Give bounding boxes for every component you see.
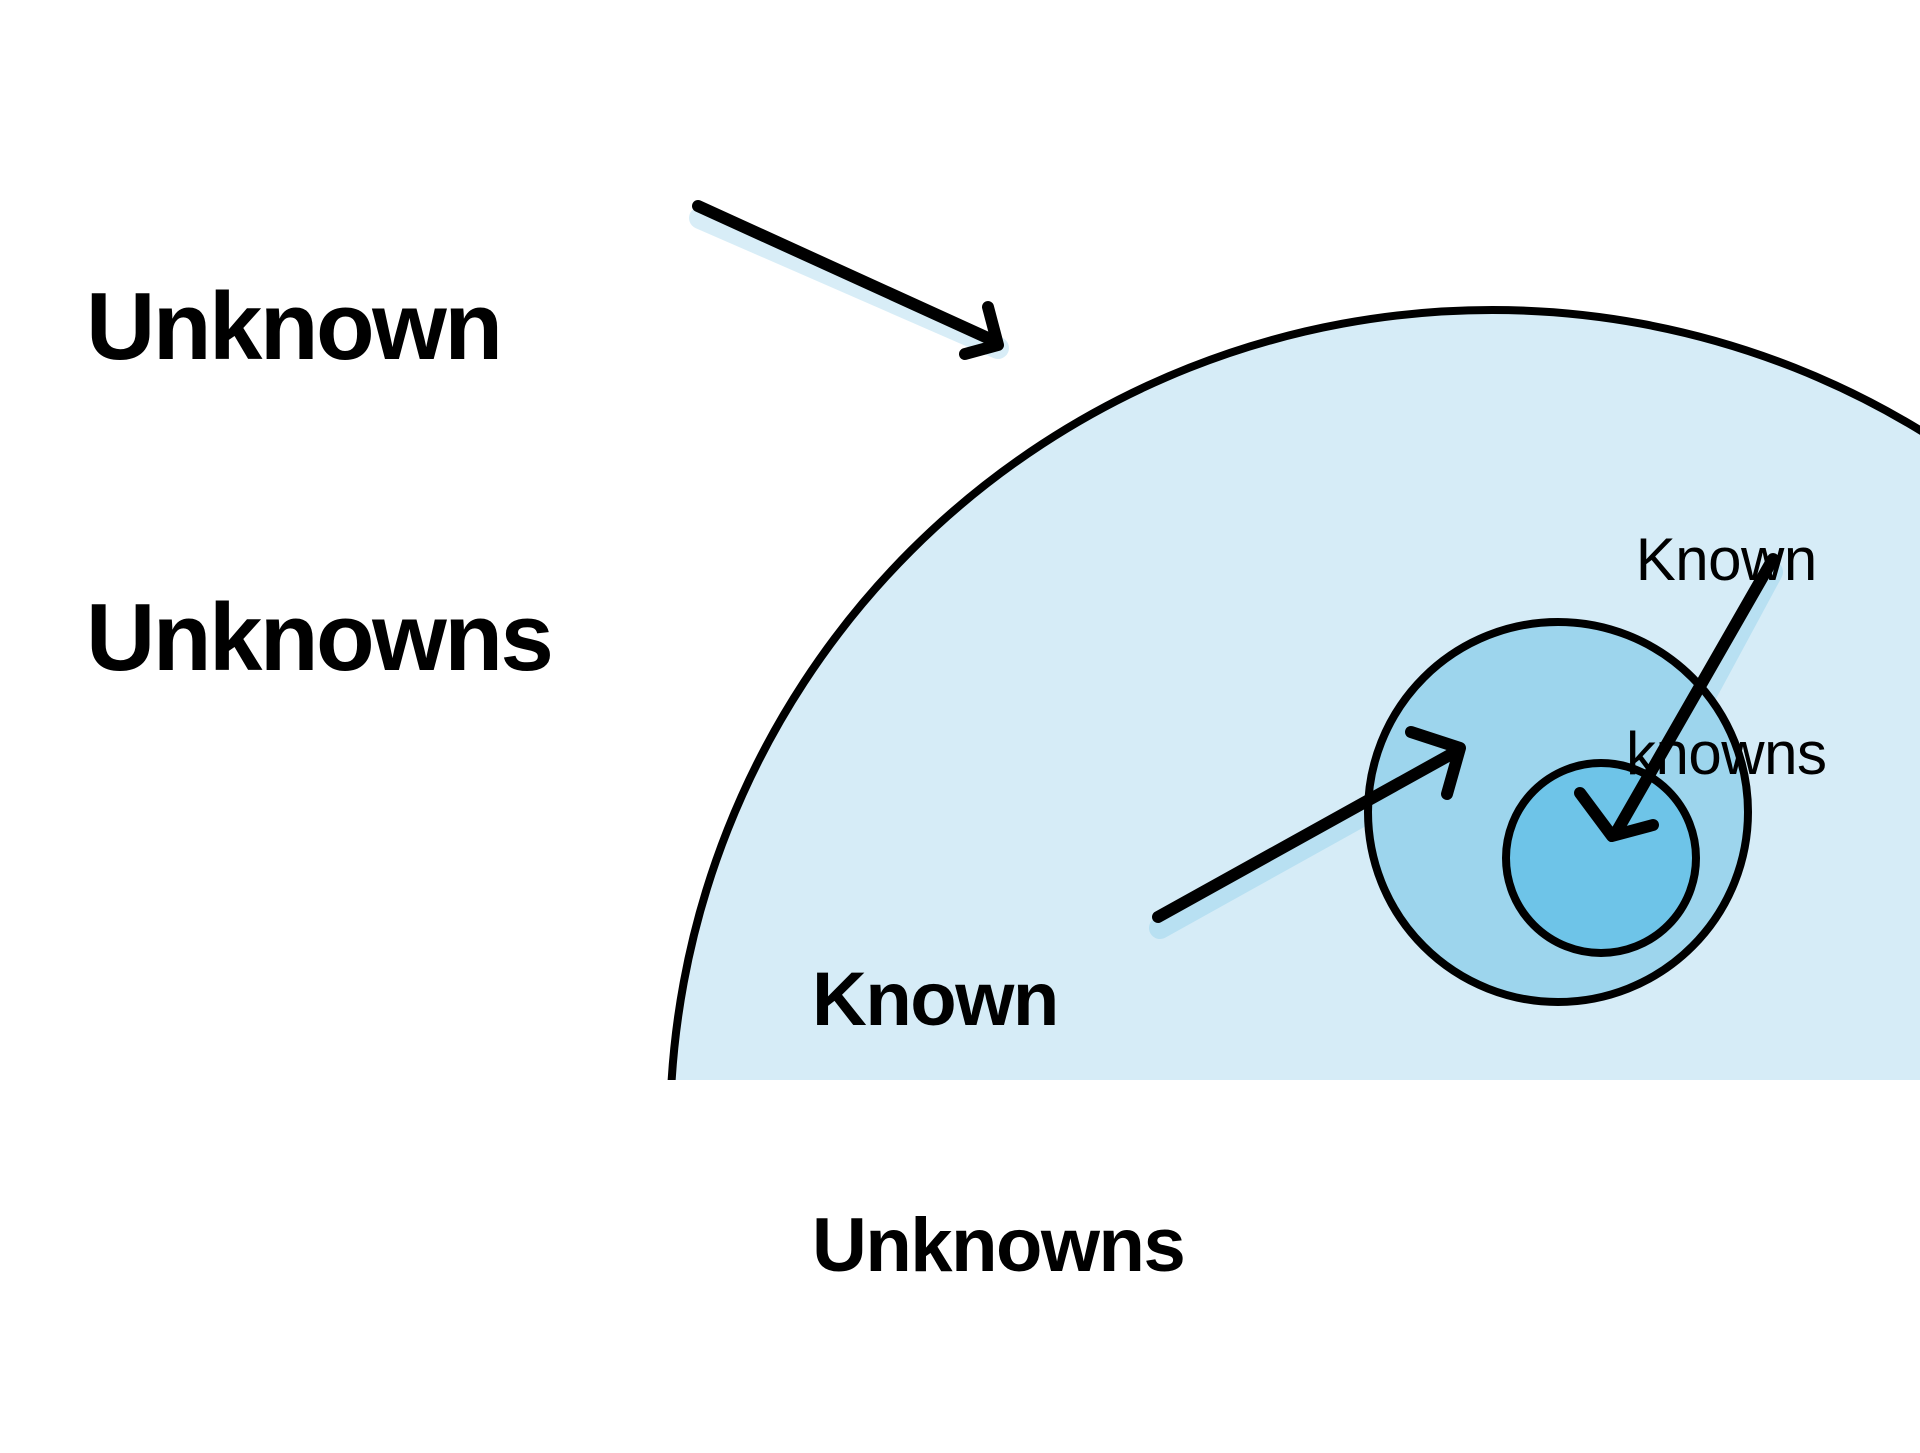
label-unknown-unknowns-line2: Unknowns	[86, 584, 554, 692]
diagram-canvas: Unknown Unknowns Known Unknowns Known kn…	[86, 68, 1920, 1287]
diagram-svg	[667, 200, 1920, 1080]
label-known-unknowns: Known Unknowns	[812, 795, 1186, 1452]
label-known-knowns: Known knowns	[1626, 398, 1827, 916]
arrow-unknown-unknowns	[692, 200, 1004, 360]
arrow-known-knowns	[1574, 553, 1779, 842]
known-knowns-circle	[1502, 759, 1700, 957]
arrow-known-unknowns	[1152, 726, 1466, 923]
label-unknown-unknowns: Unknown Unknowns	[86, 68, 554, 897]
label-known-knowns-line2: knowns	[1626, 719, 1827, 787]
label-known-unknowns-line1: Known	[812, 957, 1059, 1043]
label-known-knowns-line1: Known	[1635, 525, 1817, 593]
label-unknown-unknowns-line1: Unknown	[86, 273, 503, 381]
label-known-unknowns-line2: Unknowns	[812, 1203, 1186, 1289]
